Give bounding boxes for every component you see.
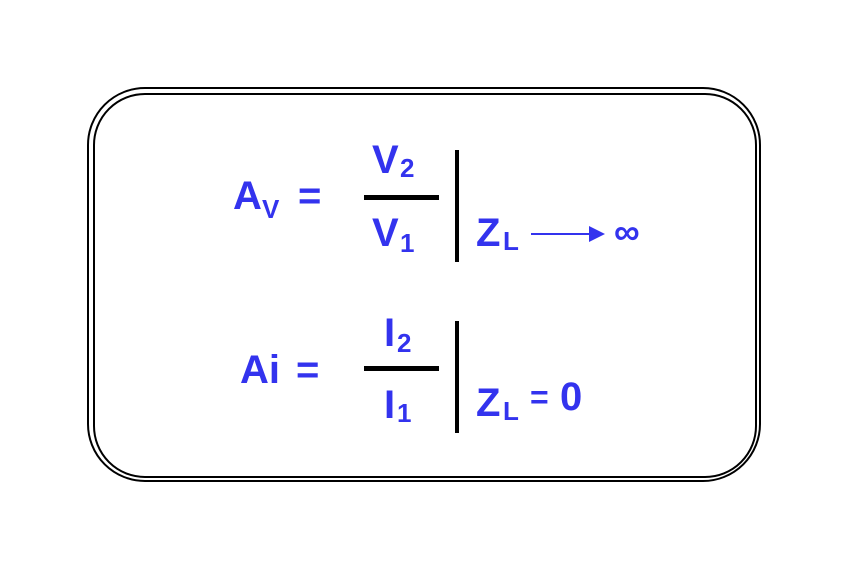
- v2-symbol: V: [372, 138, 399, 182]
- zl-subscript: L: [503, 396, 519, 426]
- i2-symbol: I: [384, 311, 396, 355]
- av-equals: =: [298, 174, 322, 218]
- arrow-head-icon: [589, 226, 605, 242]
- zero-value: 0: [560, 375, 583, 419]
- av-symbol: A: [233, 174, 262, 218]
- current-fraction-bar: [364, 366, 439, 371]
- v1-symbol: V: [372, 211, 399, 255]
- av-subscript: V: [262, 194, 280, 224]
- zl-equals: =: [530, 379, 549, 415]
- infinity-symbol: ∞: [614, 211, 640, 252]
- zl-subscript: L: [503, 226, 519, 256]
- v1-subscript: 1: [400, 228, 415, 258]
- i2-subscript: 2: [397, 328, 412, 358]
- ai-symbol: Ai: [240, 348, 280, 392]
- inner-rounded-border: [93, 93, 757, 478]
- v2-subscript: 2: [400, 153, 415, 183]
- arrow-shaft: [531, 233, 591, 235]
- ai-equals: =: [296, 348, 320, 392]
- voltage-fraction-bar: [364, 195, 439, 200]
- i1-symbol: I: [384, 383, 396, 427]
- i1-subscript: 1: [397, 398, 412, 428]
- outer-rounded-border: [87, 87, 761, 482]
- voltage-evaluation-bar: [455, 150, 459, 262]
- zl-symbol: Z: [476, 381, 501, 425]
- zl-symbol: Z: [476, 211, 501, 255]
- current-evaluation-bar: [455, 321, 459, 433]
